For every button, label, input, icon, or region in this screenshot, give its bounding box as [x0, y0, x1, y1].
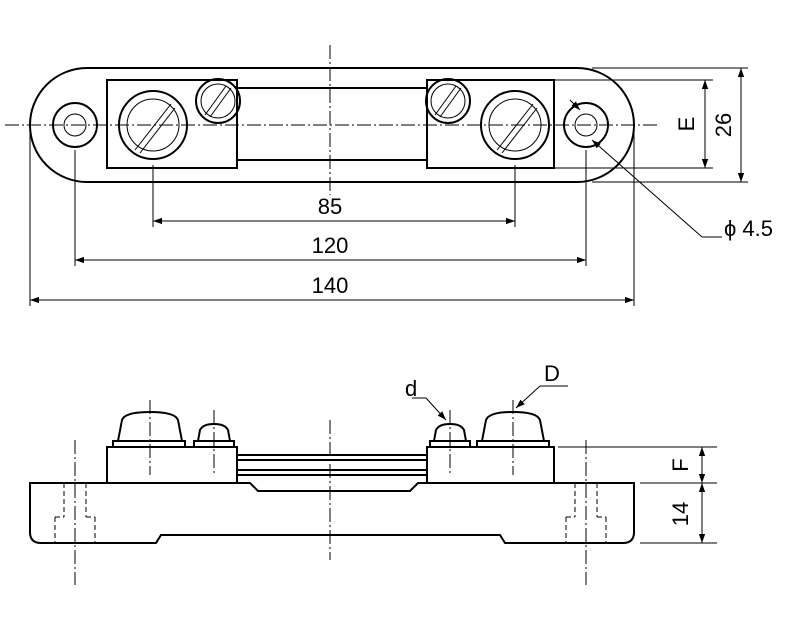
dim-E-label: E [674, 117, 699, 132]
dim-120-label: 120 [312, 233, 349, 258]
dim-F-label: F [668, 458, 693, 471]
side-left-hidden-hole [54, 483, 96, 543]
right-terminal-block [426, 79, 555, 169]
left-small-screw [195, 78, 241, 124]
side-base-plate [29, 482, 635, 544]
side-right-terminal-block [426, 446, 555, 484]
side-view: F 14 d D [29, 361, 717, 585]
hole-diameter-leader [569, 99, 581, 111]
label-D: D [544, 361, 560, 386]
hole-diameter-label: ϕ 4.5 [724, 216, 773, 241]
top-view: 85 120 140 E 26 ϕ 4.5 [5, 45, 773, 306]
right-mounting-hole-inner [574, 113, 598, 137]
side-left-terminal-block [106, 446, 238, 484]
left-mounting-hole-inner [63, 113, 87, 137]
leader-D [515, 385, 541, 409]
side-right-hidden-hole [565, 483, 607, 543]
dim-14-label: 14 [668, 502, 693, 526]
left-terminal-block [106, 79, 238, 169]
side-left-large-screw [112, 410, 186, 448]
dim-140-label: 140 [312, 273, 349, 298]
right-small-screw [425, 78, 471, 124]
dim-85-label: 85 [318, 194, 342, 219]
label-d: d [405, 376, 417, 401]
hole-diameter-leader [591, 139, 703, 238]
leader-d [425, 397, 447, 421]
dim-26-label: 26 [711, 113, 736, 137]
